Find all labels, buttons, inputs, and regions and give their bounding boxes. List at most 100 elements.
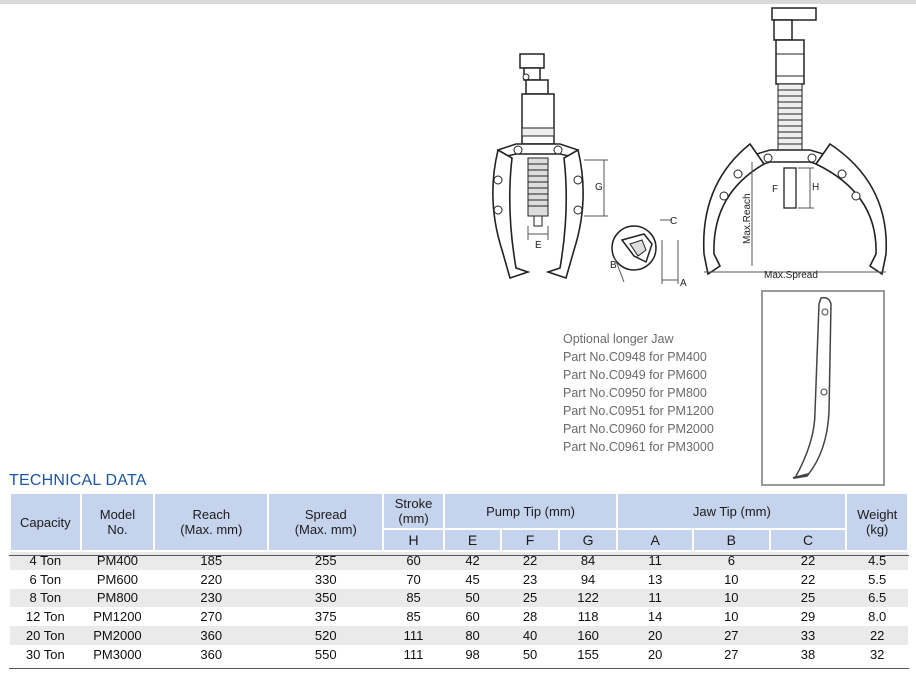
header-pump-tip: Pump Tip (mm) bbox=[442, 492, 619, 530]
long-jaw-drawing bbox=[792, 296, 832, 479]
table-cell: 28 bbox=[501, 607, 559, 627]
optional-jaw-info: Optional longer Jaw Part No.C0948 for PM… bbox=[563, 330, 753, 456]
table-cell: 160 bbox=[558, 626, 618, 645]
table-cell: PM1200 bbox=[80, 607, 155, 627]
table-cell: 4.5 bbox=[846, 551, 908, 570]
dim-label-f: F bbox=[772, 184, 778, 195]
table-cell: 94 bbox=[558, 569, 618, 589]
dim-label-e: E bbox=[535, 240, 542, 251]
table-cell: 29 bbox=[769, 607, 847, 627]
table-cell: 32 bbox=[846, 644, 908, 664]
header-reach: Reach (Max. mm) bbox=[153, 492, 270, 552]
table-cell: 98 bbox=[443, 644, 502, 664]
table-cell: 20 bbox=[617, 626, 693, 645]
optional-jaw-part: Part No.C0948 for PM400 bbox=[563, 350, 707, 364]
table-cell: 27 bbox=[692, 626, 770, 645]
header-jaw-tip: Jaw Tip (mm) bbox=[616, 492, 848, 530]
table-cell: 11 bbox=[617, 551, 693, 570]
table-cell: PM600 bbox=[80, 569, 155, 589]
table-cell: PM400 bbox=[80, 551, 155, 570]
table-cell: 60 bbox=[443, 607, 502, 627]
table-cell: 30 Ton bbox=[10, 644, 81, 664]
table-cell: 155 bbox=[558, 644, 618, 664]
table-cell: 118 bbox=[558, 607, 618, 627]
header-a: A bbox=[616, 528, 694, 552]
table-cell: PM3000 bbox=[80, 644, 155, 664]
table-cell: 84 bbox=[558, 551, 618, 570]
table-cell: 14 bbox=[617, 607, 693, 627]
header-weight: Weight (kg) bbox=[845, 492, 909, 552]
table-cell: 20 bbox=[617, 644, 693, 664]
header-model-line1: Model bbox=[99, 507, 136, 522]
table-cell: 270 bbox=[154, 607, 269, 627]
table-cell: 80 bbox=[443, 626, 502, 645]
table-cell: 50 bbox=[501, 644, 559, 664]
table-cell: 220 bbox=[154, 569, 269, 589]
table-cell: 85 bbox=[383, 588, 444, 608]
small-puller-diagram: G E bbox=[492, 53, 608, 280]
optional-jaw-part: Part No.C0951 for PM1200 bbox=[563, 404, 714, 418]
table-cell: 8.0 bbox=[846, 607, 908, 627]
header-stroke-line2: (mm) bbox=[398, 511, 429, 526]
table-cell: 25 bbox=[769, 588, 847, 608]
table-cell: 40 bbox=[501, 626, 559, 645]
table-cell: 111 bbox=[383, 644, 444, 664]
header-c: C bbox=[768, 528, 848, 552]
table-cell: 375 bbox=[268, 607, 384, 627]
table-cell: 70 bbox=[383, 569, 444, 589]
optional-jaw-title: Optional longer Jaw bbox=[563, 332, 674, 346]
table-cell: 85 bbox=[383, 607, 444, 627]
header-g: G bbox=[557, 528, 619, 552]
header-weight-line2: (kg) bbox=[865, 522, 889, 537]
header-model-line2: No. bbox=[107, 522, 128, 537]
table-cell: 6 Ton bbox=[10, 569, 81, 589]
table-cell: 42 bbox=[443, 551, 502, 570]
optional-jaw-image bbox=[761, 290, 885, 486]
table-cell: 10 bbox=[692, 569, 770, 589]
dim-label-c: C bbox=[670, 216, 677, 227]
table-cell: 10 bbox=[692, 607, 770, 627]
section-title: TECHNICAL DATA bbox=[9, 472, 147, 489]
table-cell: 22 bbox=[501, 551, 559, 570]
table-cell: 27 bbox=[692, 644, 770, 664]
table-cell: 6.5 bbox=[846, 588, 908, 608]
table-cell: 50 bbox=[443, 588, 502, 608]
large-puller-diagram: H F Max.Reach Max.Spread bbox=[702, 7, 888, 281]
table-cell: 13 bbox=[617, 569, 693, 589]
table-cell: 111 bbox=[383, 626, 444, 645]
table-cell: 5.5 bbox=[846, 569, 908, 589]
table-cell: 255 bbox=[268, 551, 384, 570]
table-cell: 122 bbox=[558, 588, 618, 608]
optional-jaw-part: Part No.C0960 for PM2000 bbox=[563, 422, 714, 436]
table-cell: PM800 bbox=[80, 588, 155, 608]
dim-label-a: A bbox=[680, 278, 687, 289]
table-cell: 360 bbox=[154, 626, 269, 645]
table-cell: 12 Ton bbox=[10, 607, 81, 627]
header-e: E bbox=[442, 528, 503, 552]
jaw-tip-diagram: C B A bbox=[610, 216, 687, 289]
header-reach-line1: Reach bbox=[192, 507, 231, 522]
table-cell: 22 bbox=[846, 626, 908, 645]
table-cell: 10 bbox=[692, 588, 770, 608]
header-h: H bbox=[382, 528, 445, 552]
table-cell: 360 bbox=[154, 644, 269, 664]
table-cell: 11 bbox=[617, 588, 693, 608]
dim-label-g: G bbox=[595, 182, 603, 193]
table-cell: 4 Ton bbox=[10, 551, 81, 570]
header-model: Model No. bbox=[79, 492, 156, 552]
table-cell: PM2000 bbox=[80, 626, 155, 645]
table-cell: 6 bbox=[692, 551, 770, 570]
dim-label-h: H bbox=[812, 182, 819, 193]
table-cell: 38 bbox=[769, 644, 847, 664]
optional-jaw-part: Part No.C0961 for PM3000 bbox=[563, 440, 714, 454]
header-reach-line2: (Max. mm) bbox=[180, 522, 243, 537]
header-f: F bbox=[500, 528, 560, 552]
table-cell: 8 Ton bbox=[10, 588, 81, 608]
header-spread-line2: (Max. mm) bbox=[294, 522, 357, 537]
